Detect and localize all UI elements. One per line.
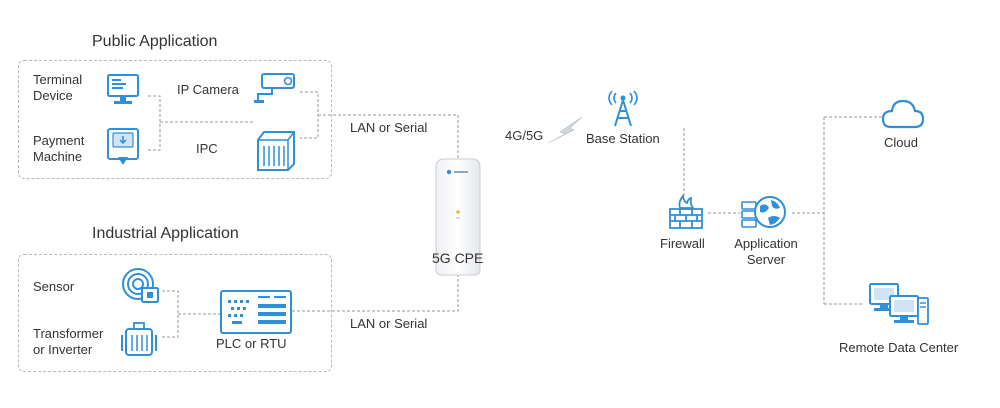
- public-application-box: [18, 60, 332, 179]
- transformer-label: Transformer or Inverter: [33, 326, 104, 357]
- remote-data-center-icon: [869, 283, 929, 325]
- base-station-icon: [608, 90, 638, 127]
- sensor-label: Sensor: [33, 279, 75, 294]
- application-server-icon: [741, 196, 786, 228]
- firewall-label: Firewall: [660, 236, 705, 251]
- payment-machine-icon: [107, 128, 139, 165]
- lan-serial-bottom-label: LAN or Serial: [350, 316, 428, 331]
- payment-machine-label: Payment Machine: [33, 133, 85, 164]
- cloud-label: Cloud: [884, 135, 918, 150]
- public-application-title: Public Application: [92, 33, 218, 50]
- firewall-icon: [669, 194, 703, 229]
- application-server-label: Application Server: [734, 236, 798, 267]
- terminal-device-label: Terminal Device: [33, 72, 83, 103]
- sensor-icon: [122, 268, 159, 303]
- remote-data-center-label: Remote Data Center: [839, 340, 959, 355]
- lan-serial-top-label: LAN or Serial: [350, 120, 428, 135]
- cpe-label: 5G CPE: [432, 250, 484, 266]
- transformer-icon: [121, 322, 157, 356]
- industrial-application-box: [18, 254, 332, 372]
- ip-camera-label: IP Camera: [177, 82, 239, 97]
- ip-camera-icon: [254, 73, 295, 103]
- wireless-bolt-icon: [547, 116, 583, 144]
- ipc-label: IPC: [196, 141, 218, 156]
- cloud-icon: [881, 99, 925, 129]
- plc-rtu-icon: [220, 290, 292, 334]
- industrial-application-title: Industrial Application: [92, 225, 239, 242]
- wireless-4g5g-label: 4G/5G: [505, 128, 544, 143]
- terminal-device-icon: [107, 74, 139, 104]
- cpe-device-icon: [435, 158, 481, 276]
- ipc-icon: [257, 131, 295, 171]
- plc-rtu-label: PLC or RTU: [216, 336, 287, 351]
- base-station-label: Base Station: [586, 131, 660, 146]
